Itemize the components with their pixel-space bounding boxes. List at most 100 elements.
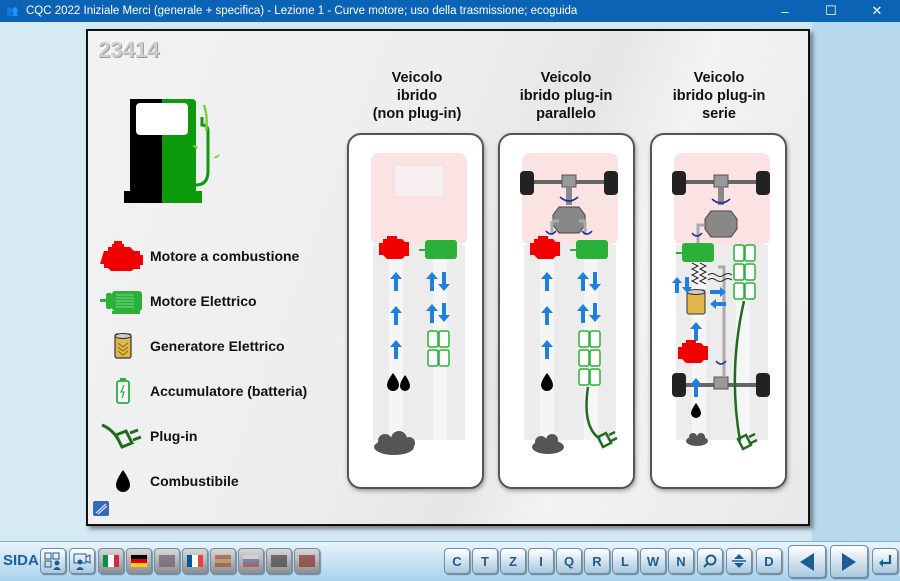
next-arrow-icon [842, 552, 856, 571]
battery-pack [427, 330, 450, 367]
legend-item: Motore a combustione [98, 241, 358, 271]
legend-label: Plug-in [150, 428, 198, 444]
bottom-toolbar: SIDA C T Z I Q R L W N D [0, 541, 900, 581]
column-title-series: Veicolo ibrido plug-in serie [672, 70, 766, 122]
prev-button[interactable] [788, 545, 826, 578]
users-icon: 👥 [6, 5, 19, 17]
flag-spain-icon [215, 555, 231, 567]
rotation-arrows [691, 198, 731, 365]
combustion-engine-icon [530, 236, 560, 259]
rotation-arrows [545, 196, 593, 235]
exhaust-cloud-icon [532, 434, 564, 454]
video-user-button[interactable] [69, 548, 95, 574]
letter-button-t[interactable]: T [472, 548, 498, 574]
electric-motor-icon [676, 243, 714, 262]
legend-label: Motore a combustione [150, 248, 300, 264]
legend-item: Motore Elettrico [98, 286, 358, 316]
lang-es-button[interactable] [210, 548, 236, 574]
lang-de-button[interactable] [126, 548, 152, 574]
letter-button-z[interactable]: Z [500, 548, 526, 574]
close-button[interactable]: ✕ [871, 3, 883, 18]
flag-france-icon [187, 555, 203, 567]
panel-series [650, 133, 787, 489]
video-user-icon [73, 553, 91, 570]
slide: 23414 Motore a combustione Motore Elettr… [86, 29, 810, 526]
minimize-button[interactable]: – [781, 3, 789, 19]
enter-button[interactable] [872, 548, 898, 574]
letter-button-n[interactable]: N [668, 548, 694, 574]
flow-arrows [390, 272, 450, 359]
combustion-engine-icon [379, 236, 409, 259]
exhaust-cloud-icon [374, 431, 415, 455]
lang-it-button[interactable] [98, 548, 124, 574]
enter-icon [879, 555, 892, 567]
letter-button-r[interactable]: R [584, 548, 610, 574]
exhaust-cloud-icon [686, 433, 708, 446]
lang-zh-button[interactable] [294, 548, 320, 574]
electric-generator-icon [686, 289, 706, 315]
column-title-parallel: Veicolo ibrido plug-in parallelo [519, 70, 613, 122]
flag-uk-icon [159, 555, 175, 567]
lang-ru-button[interactable] [238, 548, 264, 574]
fuel-drop-icon [387, 373, 410, 391]
letter-button-c[interactable]: C [444, 548, 470, 574]
sida-logo-icon [93, 501, 109, 516]
d-button[interactable]: D [756, 548, 782, 574]
letter-button-i[interactable]: I [528, 548, 554, 574]
flag-germany-icon [131, 555, 147, 567]
legend-label: Generatore Elettrico [150, 338, 285, 354]
fuel-drop-icon [116, 470, 130, 492]
panel-hybrid [347, 133, 484, 489]
front-axle [520, 171, 618, 235]
battery-icon [116, 378, 130, 404]
flow-arrows [541, 272, 601, 359]
rear-axle [672, 265, 770, 397]
plug-icon [101, 423, 142, 449]
electric-generator-icon [114, 333, 132, 359]
fuel-drop-icon [541, 373, 553, 391]
qr-user-button[interactable] [40, 548, 66, 574]
hybrid-fuel-pump-icon [124, 99, 220, 203]
flag-italy-icon [103, 555, 119, 567]
flag-arabic-icon [271, 555, 287, 567]
legend-item: Combustibile [98, 466, 358, 496]
letter-button-l[interactable]: L [612, 548, 638, 574]
search-button[interactable] [697, 548, 723, 574]
slide-id: 23414 [98, 37, 160, 62]
title-bar: 👥 CQC 2022 Iniziale Merci (generale + sp… [0, 0, 900, 22]
electric-motor-icon [419, 240, 457, 259]
lang-fr-button[interactable] [182, 548, 208, 574]
flag-russia-icon [243, 555, 259, 567]
plug-icon [733, 300, 758, 451]
right-margin [812, 22, 900, 541]
letter-button-w[interactable]: W [640, 548, 666, 574]
brand-label: SIDA [3, 552, 39, 569]
letter-button-q[interactable]: Q [556, 548, 582, 574]
legend-label: Motore Elettrico [150, 293, 257, 309]
lang-en-button[interactable] [154, 548, 180, 574]
lang-ar-button[interactable] [266, 548, 292, 574]
electric-motor-icon [100, 291, 142, 314]
next-button[interactable] [830, 545, 868, 578]
up-down-icon [732, 554, 746, 568]
combustion-engine-icon [100, 241, 143, 271]
flow-arrows [672, 277, 726, 397]
left-margin [0, 22, 86, 541]
legend-label: Combustibile [150, 473, 239, 489]
truck-silhouette [371, 153, 467, 440]
qr-user-icon [44, 552, 61, 570]
panel-parallel [498, 133, 635, 489]
legend-label: Accumulatore (batteria) [150, 383, 308, 399]
front-axle [672, 171, 770, 243]
combustion-engine-icon [678, 340, 708, 363]
prev-arrow-icon [800, 552, 814, 571]
flag-china-icon [299, 555, 315, 567]
search-icon [703, 554, 717, 568]
fuel-drop-icon [691, 403, 701, 418]
maximize-button[interactable]: ☐ [825, 3, 837, 18]
column-title-hybrid: Veicolo ibrido (non plug-in) [372, 70, 462, 122]
up-down-button[interactable] [726, 548, 752, 574]
battery-pack [578, 330, 601, 386]
legend-item: Generatore Elettrico [98, 331, 358, 361]
legend-item: Accumulatore (batteria) [98, 376, 358, 406]
